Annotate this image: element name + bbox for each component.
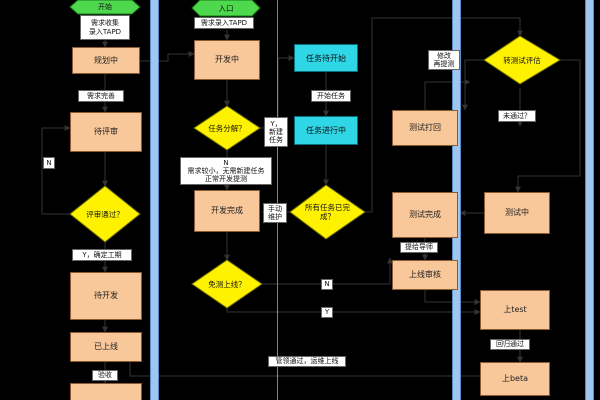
on-beta-node: 上beta <box>480 362 550 396</box>
edge-selftest-yes <box>226 308 481 315</box>
review-no-label: N <box>43 157 55 169</box>
review-passed-diamond <box>69 185 141 243</box>
edge-eval-to-reject <box>462 59 484 111</box>
edge-review-reject <box>41 125 71 215</box>
gray-passed-label: 管领通过，运维上线 <box>268 356 346 367</box>
to-dev-node: 待开发 <box>70 272 142 320</box>
test-reject-node: 测试打回 <box>392 110 458 146</box>
review-yes-label: Y，确定工期 <box>72 249 132 261</box>
self-test-diamond <box>191 259 263 309</box>
edge-selftest-no <box>260 257 393 285</box>
edge-eval-to-testing <box>515 59 581 193</box>
testing-node: 测试中 <box>484 192 550 234</box>
test-done-node: 测试完成 <box>392 192 458 238</box>
split-yes-label: Y， 新建 任务 <box>264 117 288 147</box>
lane-separator-3 <box>585 0 594 400</box>
req-done-label: 需求完善 <box>78 90 124 102</box>
req-collect-note: 需求收集 录入TAPD <box>80 15 130 40</box>
online-node: 已上线 <box>70 332 142 362</box>
edge-review-to-test <box>424 290 481 305</box>
modify-retest-label: 修改 再提测 <box>428 50 460 70</box>
regression-passed-label: 回归通过 <box>490 339 530 350</box>
lane-separator-1 <box>150 0 159 400</box>
task-split-diamond <box>193 105 261 151</box>
pending-review-node: 待评审 <box>70 112 142 152</box>
dev-in-progress-node: 开发中 <box>194 40 260 80</box>
on-test-node: 上test <box>480 290 550 330</box>
req-entry-note: 需求录入TAPD <box>194 17 254 29</box>
edge-alldone-to-test-eval <box>365 17 523 213</box>
task-start-node: 任务待开始 <box>294 44 358 72</box>
acceptance-label: 验收 <box>92 370 118 381</box>
acceptance-node <box>70 383 142 400</box>
start-left-shape <box>69 0 141 15</box>
split-no-label: N 需求较小，无需新建任务 正常开发提测 <box>180 157 272 185</box>
manual-maintain-label: 手动 维护 <box>263 203 287 223</box>
not-passed-label: 未通过？ <box>498 110 536 122</box>
self-test-yes-label: Y <box>321 307 333 318</box>
submit-release-label: 提给导师 <box>400 242 438 253</box>
start-task-label: 开始任务 <box>311 90 351 102</box>
task-in-progress-node: 任务进行中 <box>294 116 358 145</box>
start-mid-shape <box>191 0 261 17</box>
online-review-node: 上线审核 <box>392 260 458 290</box>
dev-done-node: 开发完成 <box>194 190 260 232</box>
planning-node: 规划中 <box>72 47 140 74</box>
all-done-diamond <box>289 184 366 240</box>
self-test-no-label: N <box>321 279 333 290</box>
test-eval-diamond <box>483 35 561 85</box>
